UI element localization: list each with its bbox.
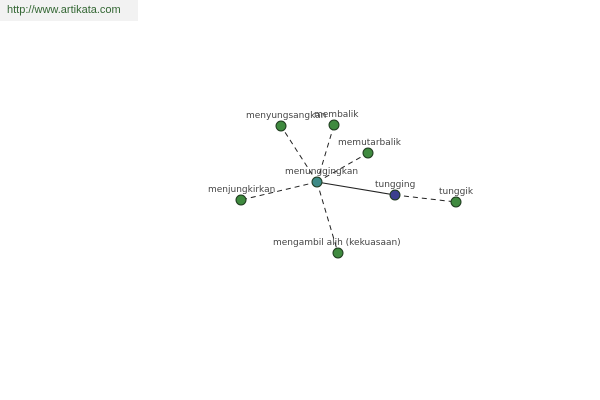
edge-center-tungging [316,181,396,196]
url-bar: http://www.artikata.com [0,0,138,21]
edge-center-menjungkirkan [240,181,318,201]
edge-center-menyungsangkan [280,125,318,183]
node-tunggik[interactable] [450,196,462,208]
node-membalik[interactable] [328,119,340,131]
label-mengambil-alih: mengambil alih (kekuasaan) [273,238,401,248]
site-url-link[interactable]: http://www.artikata.com [7,4,121,16]
node-memutarbalik[interactable] [362,147,374,159]
node-tungging[interactable] [389,189,401,201]
node-menunggingkan[interactable] [311,176,323,188]
node-mengambil-alih[interactable] [332,247,344,259]
label-menyungsangkan: menyungsangkan [246,111,326,121]
edge-center-membalik [316,124,335,183]
edge-center-mengambil-alih [316,181,339,254]
label-memutarbalik: memutarbalik [338,138,402,148]
node-menjungkirkan[interactable] [235,194,247,206]
edge-tungging-tunggik [394,194,457,203]
label-membalik: membalik [314,110,359,120]
label-tungging: tungging [375,180,415,190]
label-menunggingkan: menunggingkan [285,167,358,177]
label-menjungkirkan: menjungkirkan [208,185,275,195]
edge-center-memutarbalik [316,152,369,183]
label-tunggik: tunggik [439,187,474,197]
node-menyungsangkan[interactable] [275,120,287,132]
